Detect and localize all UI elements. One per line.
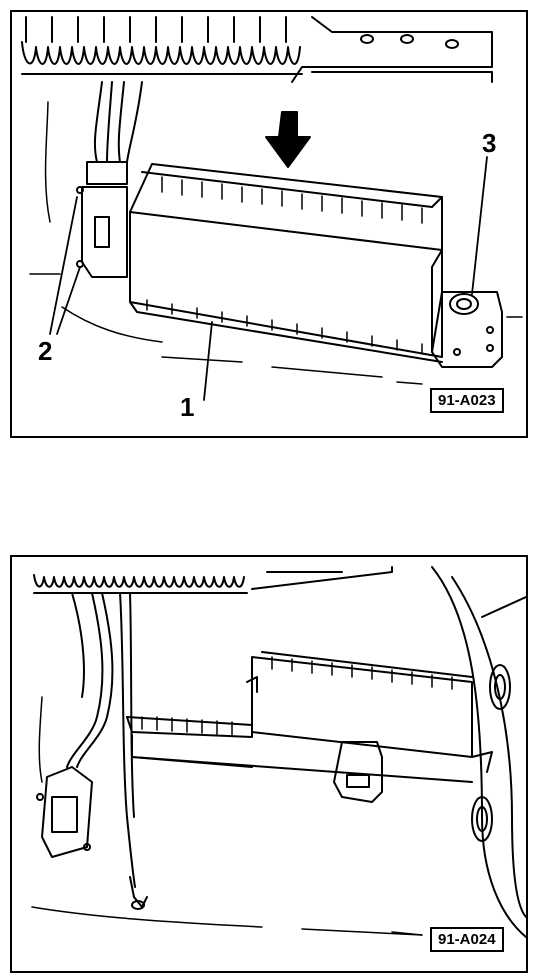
retaining-clip: [333, 741, 383, 803]
floor-sketch-lines: [29, 101, 523, 385]
callout-2: 2: [38, 336, 53, 366]
floor-sketch-lines: [31, 696, 423, 936]
amplifier-installed-drawing: [31, 566, 526, 938]
coiled-cable: [33, 574, 248, 594]
callout-1: 1: [180, 392, 195, 422]
bracket-edge: [251, 566, 393, 590]
figure-code-top: 91-A023: [430, 388, 504, 413]
coiled-cable: [21, 16, 303, 75]
cable-end: [129, 876, 148, 910]
callout-leaders: [49, 156, 488, 401]
side-trim-panel: [431, 566, 526, 938]
callout-3: 3: [482, 128, 497, 158]
figure-panel-bottom: 91-A024: [10, 555, 528, 973]
connector-housing: [76, 161, 128, 278]
wiring-harness: [93, 81, 143, 163]
mounting-bracket-top: [291, 16, 493, 83]
connector-housing: [36, 766, 93, 858]
amplifier-install-drawing: [21, 16, 523, 401]
wiring-harness: [66, 592, 136, 888]
amplifier-unit: [129, 163, 443, 363]
figure-panel-top: 1 2 3 91-A023: [10, 10, 528, 438]
retaining-bracket: [431, 291, 503, 368]
insert-direction-arrow: [265, 111, 311, 168]
amplifier-unit: [126, 651, 473, 783]
figure-code-bottom: 91-A024: [430, 927, 504, 952]
